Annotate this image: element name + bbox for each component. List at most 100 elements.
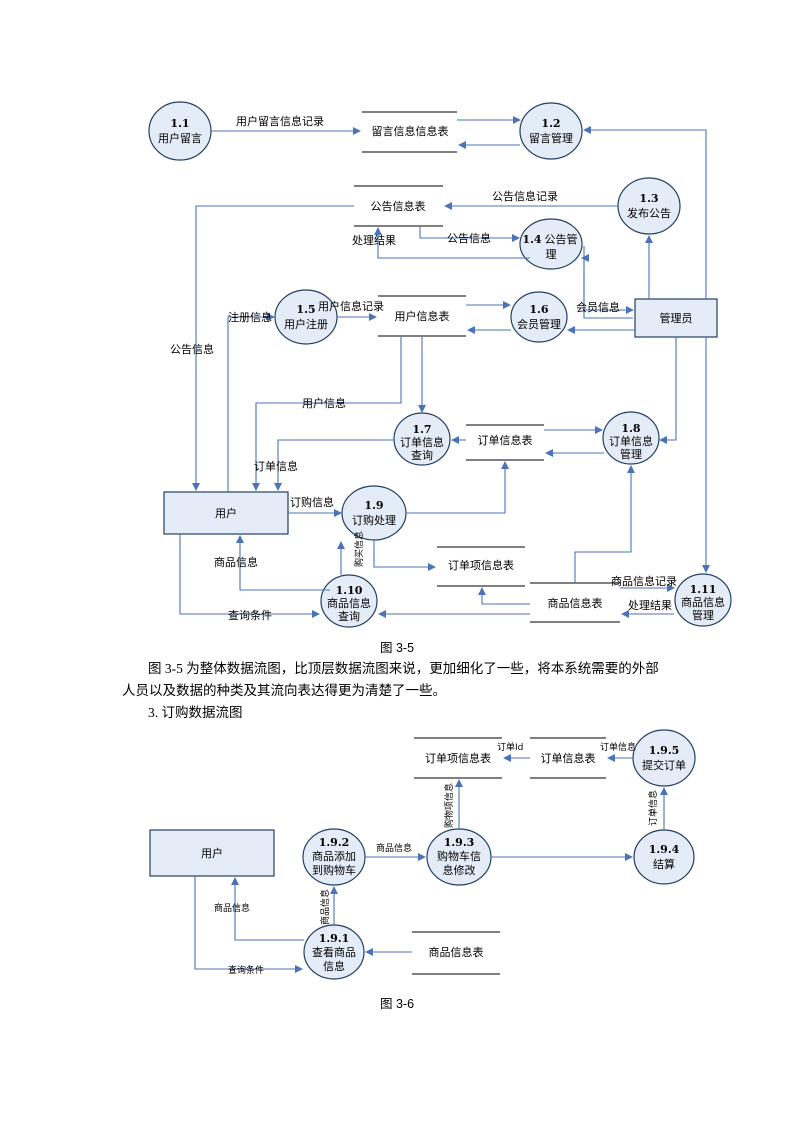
process-1-9-id: 1.9 <box>364 499 383 512</box>
entity-user-2: 用户 <box>149 829 275 877</box>
process-1-7-id: 1.7 <box>412 423 431 436</box>
flow-label: 订单信息 <box>254 459 298 473</box>
process-1-5-id: 1.5 <box>296 303 315 316</box>
process-1-1-id: 1.1 <box>170 117 189 130</box>
figure-3-5-flows <box>179 116 710 618</box>
flow-label: 用户留言信息记录 <box>236 114 324 128</box>
process-1-11: 1.11 商品信息 管理 <box>674 573 732 627</box>
process-1-3-label: 发布公告 <box>627 206 671 220</box>
flow-label: 订购信息 <box>290 495 334 509</box>
flow-label: 订单Id <box>497 741 523 753</box>
process-1-9-2: 1.9.2 商品添加 到购物车 <box>302 828 366 886</box>
flow-label: 订单信息 <box>647 790 659 826</box>
store-order-label: 订单信息表 <box>478 433 533 447</box>
flow-arrow <box>231 877 304 941</box>
flow-label: 处理结果 <box>352 234 396 247</box>
process-1-9-5-id: 1.9.5 <box>649 744 680 757</box>
process-1-9-3-label: 购物车信 <box>437 849 481 863</box>
flow-label: 公告信息 <box>447 231 491 245</box>
entity-user: 用户 <box>163 491 289 535</box>
store-notice: 公告信息表 <box>354 185 443 227</box>
process-1-9-1-id: 1.9.1 <box>319 932 350 945</box>
store-notice-label: 公告信息表 <box>371 199 426 213</box>
process-1-11-label: 商品信息 <box>681 595 725 609</box>
flow-label: 用户信息 <box>302 396 346 410</box>
store-message: 留言信息信息表 <box>362 111 457 153</box>
flow-arrow <box>478 587 530 605</box>
process-1-9-2-label-2: 到购物车 <box>312 863 356 877</box>
entity-admin-label: 管理员 <box>660 311 693 325</box>
store-order-item: 订单项信息表 <box>437 546 525 587</box>
store-order: 订单信息表 <box>466 424 544 461</box>
entity-user-2-label: 用户 <box>201 846 223 860</box>
flow-label: 注册信息 <box>228 310 272 324</box>
store-order-2: 订单信息表 <box>530 737 606 779</box>
process-1-5-label: 用户注册 <box>284 317 328 331</box>
process-1-9-label: 订购处理 <box>352 513 396 527</box>
process-1-10: 1.10 商品信息 查询 <box>320 574 378 628</box>
flow-arrow <box>373 540 436 571</box>
process-1-3: 1.3 发布公告 <box>617 177 681 235</box>
process-1-9-1-label-2: 信息 <box>323 959 345 973</box>
process-1-9-5-label: 提交订单 <box>642 758 686 772</box>
process-1-9-3-id: 1.9.3 <box>444 836 475 849</box>
process-1-7-label-2: 查询 <box>411 448 433 462</box>
paragraph-line-2: 人员以及数据的种类及其流向表达得更为清楚了一些。 <box>122 683 446 698</box>
process-1-2: 1.2 留言管理 <box>519 102 583 160</box>
process-1-11-label-2: 管理 <box>692 608 714 622</box>
flow-label: 购物项信息 <box>443 783 455 828</box>
store-user: 用户信息表 <box>378 295 466 337</box>
process-1-9-5: 1.9.5 提交订单 <box>632 729 696 787</box>
store-order-item-2-label: 订单项信息表 <box>425 751 491 765</box>
process-1-1-label: 用户留言 <box>158 131 202 145</box>
process-1-9-3: 1.9.3 购物车信 息修改 <box>426 828 492 886</box>
store-message-label: 留言信息信息表 <box>372 124 449 138</box>
figure-3-5: 留言信息信息表 公告信息表 用户信息表 订单信息表 订单项信息表 商品信息表 <box>148 101 732 628</box>
process-1-11-id: 1.11 <box>690 583 717 596</box>
flow-label: 会员信息 <box>576 300 620 314</box>
process-1-6-label: 会员管理 <box>517 317 561 331</box>
flow-arrow <box>236 535 330 591</box>
process-1-9-3-label-2: 息修改 <box>443 863 476 877</box>
flow-arrow <box>574 465 635 583</box>
flow-arrow <box>252 337 402 491</box>
paragraph-line-1: 图 3-5 为整体数据流图，比顶层数据流图来说，更加细化了一些，将本系统需要的外… <box>148 661 659 676</box>
flow-arrow <box>419 227 520 242</box>
flow-label: 查询条件 <box>228 608 272 622</box>
flow-arrow <box>194 876 303 973</box>
process-1-10-id: 1.10 <box>336 584 363 597</box>
process-1-7-label: 订单信息 <box>400 435 444 449</box>
figure-3-6-flows <box>194 754 668 973</box>
process-1-8-label-2: 管理 <box>620 447 642 461</box>
process-1-9: 1.9 订购处理 <box>341 485 407 541</box>
flow-label: 用户信息记录 <box>318 299 384 313</box>
flow-arrow <box>179 534 320 618</box>
entity-admin: 管理员 <box>634 298 718 338</box>
store-order-2-label: 订单信息表 <box>541 751 596 765</box>
section-heading: 3. 订购数据流图 <box>148 705 243 720</box>
flow-label: 商品信息 <box>376 842 412 854</box>
store-product-2: 商品信息表 <box>412 931 500 975</box>
process-1-9-4: 1.9.4 结算 <box>633 829 695 885</box>
store-order-item-label: 订单项信息表 <box>448 558 514 572</box>
flow-arrow <box>406 461 509 514</box>
process-1-9-1: 1.9.1 查看商品 信息 <box>303 924 365 980</box>
store-order-item-2: 订单项信息表 <box>414 737 502 779</box>
flow-label: 公告信息 <box>170 342 214 356</box>
process-1-6-id: 1.6 <box>529 303 548 316</box>
process-1-6: 1.6 会员管理 <box>510 291 568 343</box>
process-1-8-id: 1.8 <box>621 422 640 435</box>
flow-label: 购买信息 <box>353 531 365 567</box>
flow-label: 商品信息 <box>319 889 331 925</box>
process-1-4-label: 公告管 <box>545 232 578 246</box>
flow-label: 处理结果 <box>628 599 672 612</box>
process-1-9-1-label: 查看商品 <box>312 945 356 959</box>
process-1-3-id: 1.3 <box>639 192 658 205</box>
figure-3-6-caption: 图 3-6 <box>380 997 415 1011</box>
figure-3-6: 订单项信息表 订单信息表 商品信息表 用户 1.9.1 查看商品 信息 1.9.… <box>149 729 696 980</box>
process-1-9-2-label: 商品添加 <box>312 849 356 863</box>
flow-label: 公告信息记录 <box>492 189 558 203</box>
flow-label: 商品信息 <box>214 902 250 914</box>
store-product: 商品信息表 <box>530 582 620 623</box>
store-product-2-label: 商品信息表 <box>429 945 484 959</box>
